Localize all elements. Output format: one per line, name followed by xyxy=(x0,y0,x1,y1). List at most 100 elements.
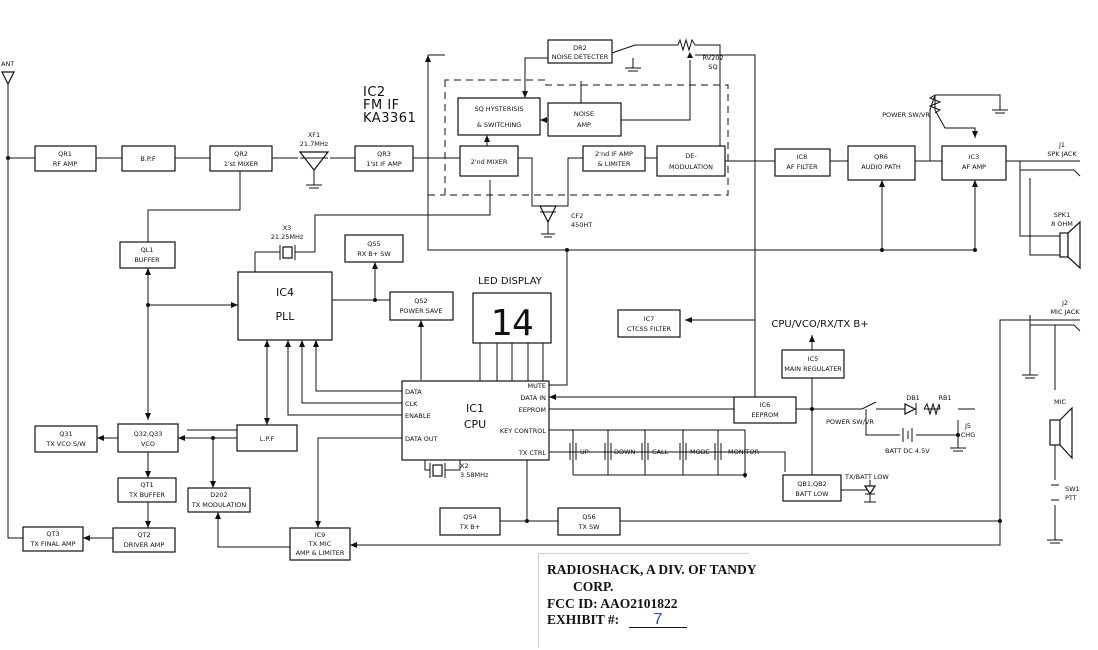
block-j2-line2: MIC JACK xyxy=(1050,308,1080,316)
block-mixer2-line1: 2'nd MIXER xyxy=(471,158,508,166)
led-display-digits: 14 xyxy=(490,303,533,344)
block-qt3: QT3 TX FINAL AMP xyxy=(22,526,84,552)
ic1-pin-enable: ENABLE xyxy=(405,412,431,420)
block-powersw-top-line1: POWER SW/VR xyxy=(882,111,930,119)
block-qt3-line2: TX FINAL AMP xyxy=(29,540,75,548)
block-ic3-line2: AF AMP xyxy=(962,163,986,171)
block-x2: X2 3.58MHz xyxy=(429,462,489,479)
block-qs6-line2: TX SW xyxy=(577,523,600,531)
block-qr6-line1: QR6 xyxy=(874,153,888,161)
key-call-label: CALL xyxy=(652,448,669,456)
block-if2: 2'nd IF AMP & LIMITER xyxy=(582,145,646,172)
arrowheads xyxy=(83,55,978,548)
fcc-exhibit-stamp: RADIOSHACK, A DIV. OF TANDY CORP. FCC ID… xyxy=(538,553,757,648)
block-q32-line1: Q32,Q33 xyxy=(134,430,163,438)
block-x3: X3 21.25MHz xyxy=(271,224,304,260)
block-ql1: QL1 BUFFER xyxy=(119,241,176,269)
block-ic9-line1: IC9 xyxy=(315,531,326,539)
key-mode-label: MODE xyxy=(690,448,710,456)
block-sw1: SW1 PTT xyxy=(1047,484,1080,544)
ic2-title-line3: KA3361 xyxy=(363,111,416,126)
block-qs2-line2: POWER SAVE xyxy=(400,307,443,315)
ic1-pin-key-control: KEY CONTROL xyxy=(500,427,547,435)
block-q32: Q32,Q33 VCO xyxy=(117,423,179,453)
block-ic3-line1: IC3 xyxy=(969,153,980,161)
block-qt2-line1: QT2 xyxy=(137,531,150,539)
key-down: DOWN xyxy=(604,443,636,460)
ic1-pin-eeprom: EEPROM xyxy=(519,406,546,414)
ic1-pin-data: DATA xyxy=(405,388,422,396)
block-j1: J1 SPK JACK xyxy=(1040,141,1081,177)
block-ic9: IC9 TX MIC AMP & LIMITER xyxy=(289,527,351,561)
block-noiseamp-line1: NOISE xyxy=(574,110,594,118)
block-qt2: QT2 DRIVER AMP xyxy=(112,527,176,553)
block-if2-line2: & LIMITER xyxy=(598,160,631,168)
ic2-title-line2: FM IF xyxy=(363,98,400,113)
block-qs4-line2: TX B+ xyxy=(459,523,480,531)
ic2-title: IC2 FM IF KA3361 xyxy=(363,85,416,126)
block-spk1-line2: 8 OHM xyxy=(1051,220,1073,228)
block-ic7: IC7 CTCSS FILTER xyxy=(617,309,681,338)
block-qs2: QS2 POWER SAVE xyxy=(389,291,454,321)
block-ic9-line3: AMP & LIMITER xyxy=(296,549,345,557)
block-qs6-line1: QS6 xyxy=(582,513,595,521)
block-ic3: IC3 AF AMP xyxy=(941,145,1007,181)
block-qr2-line1: QR2 xyxy=(234,150,248,158)
block-ic4: IC4 PLL xyxy=(237,271,333,341)
block-lpf: L.P.F xyxy=(236,424,298,452)
block-ic5-line1: IC5 xyxy=(808,355,819,363)
block-sw1-line2: PTT xyxy=(1065,494,1077,502)
block-j1-line1: J1 xyxy=(1058,141,1065,149)
block-qt1-line2: TX BUFFER xyxy=(128,491,165,499)
block-j5-line1: J5 xyxy=(964,422,971,430)
block-x3-line2: 21.25MHz xyxy=(271,233,304,241)
block-q31-line1: Q31 xyxy=(59,430,72,438)
block-xf1: XF1 21.7MHz xyxy=(298,131,330,189)
block-mixer2: 2'nd MIXER xyxy=(459,145,519,177)
stamp-exhibit: EXHIBIT #: 7 xyxy=(547,612,687,628)
block-qr1-line2: RF AMP xyxy=(53,160,77,168)
block-x3-line1: X3 xyxy=(283,224,292,232)
block-sq: SQ HYSTERISIS & SWITCHING xyxy=(457,97,541,136)
block-ic6-line1: IC6 xyxy=(760,401,771,409)
block-db1-line1: DB1 xyxy=(906,394,920,402)
block-d202-line1: D202 xyxy=(210,491,227,499)
block-cf2-line2: 450HT xyxy=(571,221,592,229)
block-sw1-line1: SW1 xyxy=(1065,485,1080,493)
key-monitor: MONITOR xyxy=(714,443,760,460)
led-display: LED DISPLAY 14 xyxy=(472,276,552,344)
block-ic1-line1: IC1 xyxy=(466,402,484,415)
block-ic6: IC6 EEPROM xyxy=(733,396,797,424)
stamp-corp: CORP. xyxy=(573,579,614,594)
block-ic8-line2: AF FILTER xyxy=(786,163,818,171)
block-qs5-line1: QS5 xyxy=(367,240,380,248)
key-down-label: DOWN xyxy=(614,448,636,456)
key-rails xyxy=(572,430,745,476)
block-qs6: QS6 TX SW xyxy=(557,507,621,536)
key-monitor-label: MONITOR xyxy=(728,448,760,456)
block-ic6-line2: EEPROM xyxy=(751,411,778,419)
block-qs4-line1: QS4 xyxy=(463,513,476,521)
block-rv202: RV202 SQ xyxy=(677,38,724,71)
block-x2-line2: 3.58MHz xyxy=(460,471,489,479)
block-rv202-line2: SQ xyxy=(708,63,717,71)
block-mic-line1: MIC xyxy=(1054,398,1067,406)
block-qr3-line1: QR3 xyxy=(377,150,391,158)
block-j2-line1: J2 xyxy=(1061,299,1068,307)
block-ql1-line1: QL1 xyxy=(141,246,154,254)
block-j5: J5 CHG xyxy=(950,422,975,452)
block-x2-line1: X2 xyxy=(460,462,469,470)
block-d202-line2: TX MODULATION xyxy=(191,501,247,509)
block-qs5: QS5 RX B+ SW xyxy=(344,234,404,263)
block-rb1-line1: RB1 xyxy=(938,394,951,402)
block-qr3: QR3 1'st IF AMP xyxy=(354,145,414,172)
block-noiseamp: NOISE AMP xyxy=(547,102,622,137)
block-ic8: IC8 AF FILTER xyxy=(774,148,831,177)
block-sq-line2: & SWITCHING xyxy=(477,121,521,129)
block-dr2-line1: DR2 xyxy=(573,44,587,52)
block-batt-line1: BATT DC 4.5V xyxy=(885,447,930,455)
block-qr1: QR1 RF AMP xyxy=(34,145,97,172)
ic1-pin-data-out: DATA OUT xyxy=(405,435,438,443)
block-qr6: QR6 AUDIO PATH xyxy=(847,145,916,181)
block-qr3-line2: 1'st IF AMP xyxy=(366,160,402,168)
